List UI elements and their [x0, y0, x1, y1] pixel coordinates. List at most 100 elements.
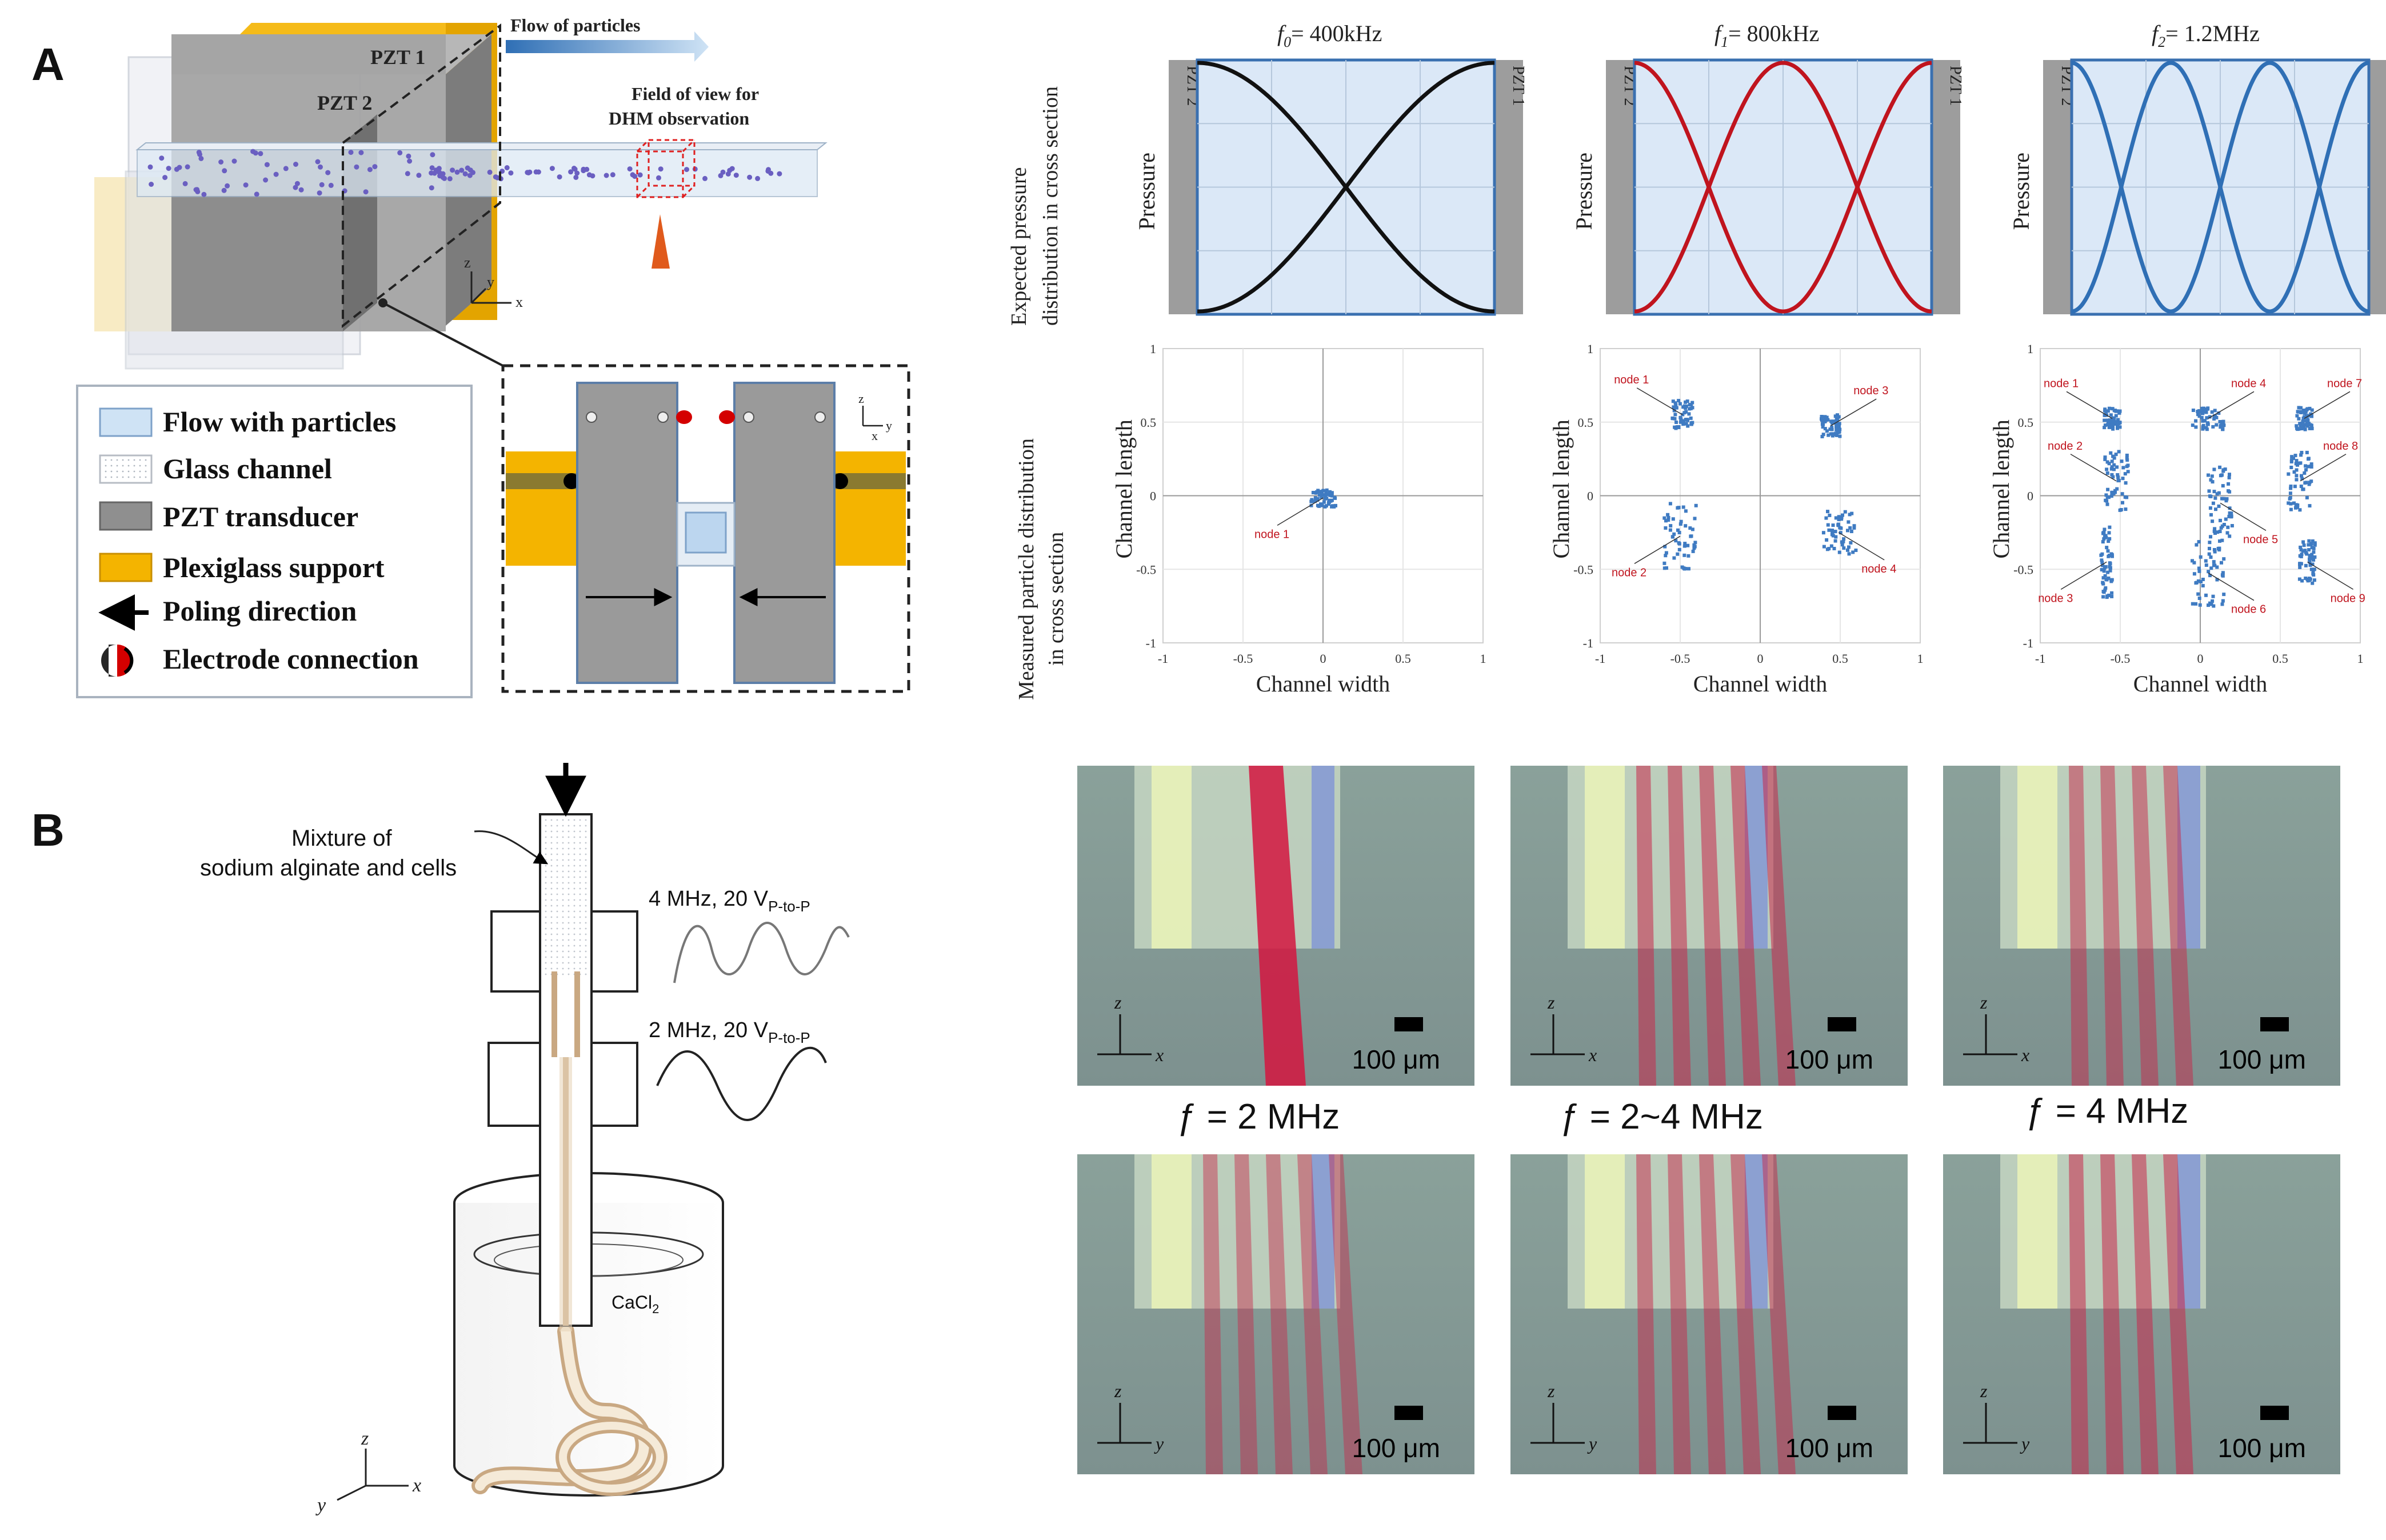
scatter-point — [2107, 554, 2111, 558]
scatter-point — [2301, 419, 2305, 423]
particle-dot — [574, 170, 580, 176]
scatter-point — [2121, 466, 2125, 470]
scatter-point — [1324, 495, 1328, 499]
particle-dot — [658, 166, 664, 172]
scatter-point — [1824, 516, 1828, 520]
needle-edge — [1312, 1154, 1334, 1309]
particle-dot — [198, 155, 204, 161]
scatter-point — [2104, 578, 2108, 581]
scatter-point — [2313, 555, 2317, 559]
scatter-point — [2221, 468, 2225, 472]
scatter-point — [2209, 555, 2213, 559]
needle-highlight — [1585, 766, 1625, 949]
scatter-point — [2295, 459, 2299, 463]
scatter-point — [1686, 554, 1690, 558]
needle-edge — [1312, 766, 1334, 949]
scatter-point — [1831, 523, 1835, 527]
scatter-point — [1683, 542, 1687, 546]
cacl2-main: CaCl — [612, 1292, 652, 1313]
particle-dot — [768, 170, 774, 176]
particle-dot — [254, 191, 259, 197]
scatter-point — [2110, 422, 2114, 426]
scatter-point — [2197, 569, 2201, 573]
scatter-point — [1828, 427, 1832, 431]
scatter-point — [1831, 531, 1835, 535]
particle-dot — [273, 171, 279, 177]
scatter-point — [1846, 548, 1849, 552]
scatter-point — [1677, 542, 1681, 546]
pressure-title-2: f2= 1.2MHz — [2152, 21, 2260, 50]
scatter-point — [2106, 549, 2110, 553]
scatter-point — [2120, 459, 2124, 463]
scatter-point — [2220, 561, 2223, 565]
particle-dot — [429, 170, 434, 176]
axis-z-label-b: z — [361, 1428, 369, 1449]
scatter-point — [2219, 526, 2223, 530]
fov-cube — [636, 139, 696, 198]
scatter-point — [2191, 409, 2195, 412]
scatter-point — [1687, 412, 1691, 416]
particle-dot — [729, 166, 735, 171]
node-pointer — [2304, 391, 2351, 419]
scatter-point — [2287, 501, 2291, 505]
scatter-point — [1673, 417, 1677, 421]
scatter-point — [1682, 411, 1686, 415]
scatter-point — [2307, 539, 2311, 543]
node-pointer — [2066, 391, 2113, 419]
scatter-point — [1665, 566, 1668, 570]
x-tick-label: -0.5 — [1233, 651, 1253, 666]
scatter-point — [1672, 556, 1676, 560]
scatter-point — [2215, 565, 2219, 569]
legend-label-flow: Flow with particles — [163, 406, 396, 438]
particle-dot — [159, 155, 165, 161]
inset-axis-y: y — [886, 418, 892, 433]
scatter-point — [2213, 531, 2217, 535]
scatter-point — [2126, 470, 2130, 474]
photo-axis-z-label: z — [1114, 992, 1122, 1013]
scatter-point — [1821, 433, 1825, 437]
scatter-point — [1694, 503, 1698, 507]
scatter-point — [2108, 425, 2112, 429]
dye-stream — [2163, 766, 2193, 1086]
pressure-curve-upper — [1634, 61, 1932, 314]
scatter-point — [2306, 419, 2310, 423]
pzt-bar-left — [1606, 60, 1634, 314]
inset-pzt-right — [733, 382, 836, 684]
particle-dot — [416, 173, 422, 178]
y-tick-label: 0 — [1587, 489, 1593, 503]
particle-dot — [572, 166, 578, 172]
scatter-point — [2220, 497, 2224, 501]
particle-dot — [604, 173, 609, 178]
freq-subscript: 0 — [1284, 34, 1291, 50]
pzt-bar-left — [1169, 60, 1197, 314]
scatter-point — [2293, 454, 2297, 458]
inset-contact-left — [563, 473, 579, 489]
scatter-point — [2202, 406, 2205, 410]
scatter-point — [2104, 535, 2108, 539]
scatter-point — [2208, 506, 2212, 510]
dye-stream — [1203, 1154, 1223, 1474]
particle-dot — [318, 164, 323, 170]
x-tick-label: -1 — [1595, 651, 1605, 666]
scatter-point — [2208, 546, 2211, 550]
scatter-point — [2103, 409, 2107, 413]
scatter-point — [1843, 510, 1847, 514]
scatter-point — [2111, 416, 2115, 420]
scatter-point — [2215, 492, 2219, 496]
node-pointer — [2307, 561, 2353, 590]
particle-dot — [733, 173, 739, 178]
scatter-point — [1662, 561, 1666, 565]
scatter-point — [2101, 540, 2105, 544]
scatter-point — [2211, 594, 2215, 598]
scatter-point — [2294, 462, 2298, 466]
inset-terminal-3 — [743, 411, 754, 423]
scatter-point — [2288, 491, 2292, 495]
scatter-point — [2299, 545, 2303, 549]
scatter-point — [1690, 406, 1694, 410]
scale-bar-label: 100 μm — [1785, 1045, 1873, 1074]
scatter-point — [2221, 484, 2225, 488]
pzt-bar-right — [1494, 60, 1523, 314]
scatter-point — [2300, 424, 2304, 428]
